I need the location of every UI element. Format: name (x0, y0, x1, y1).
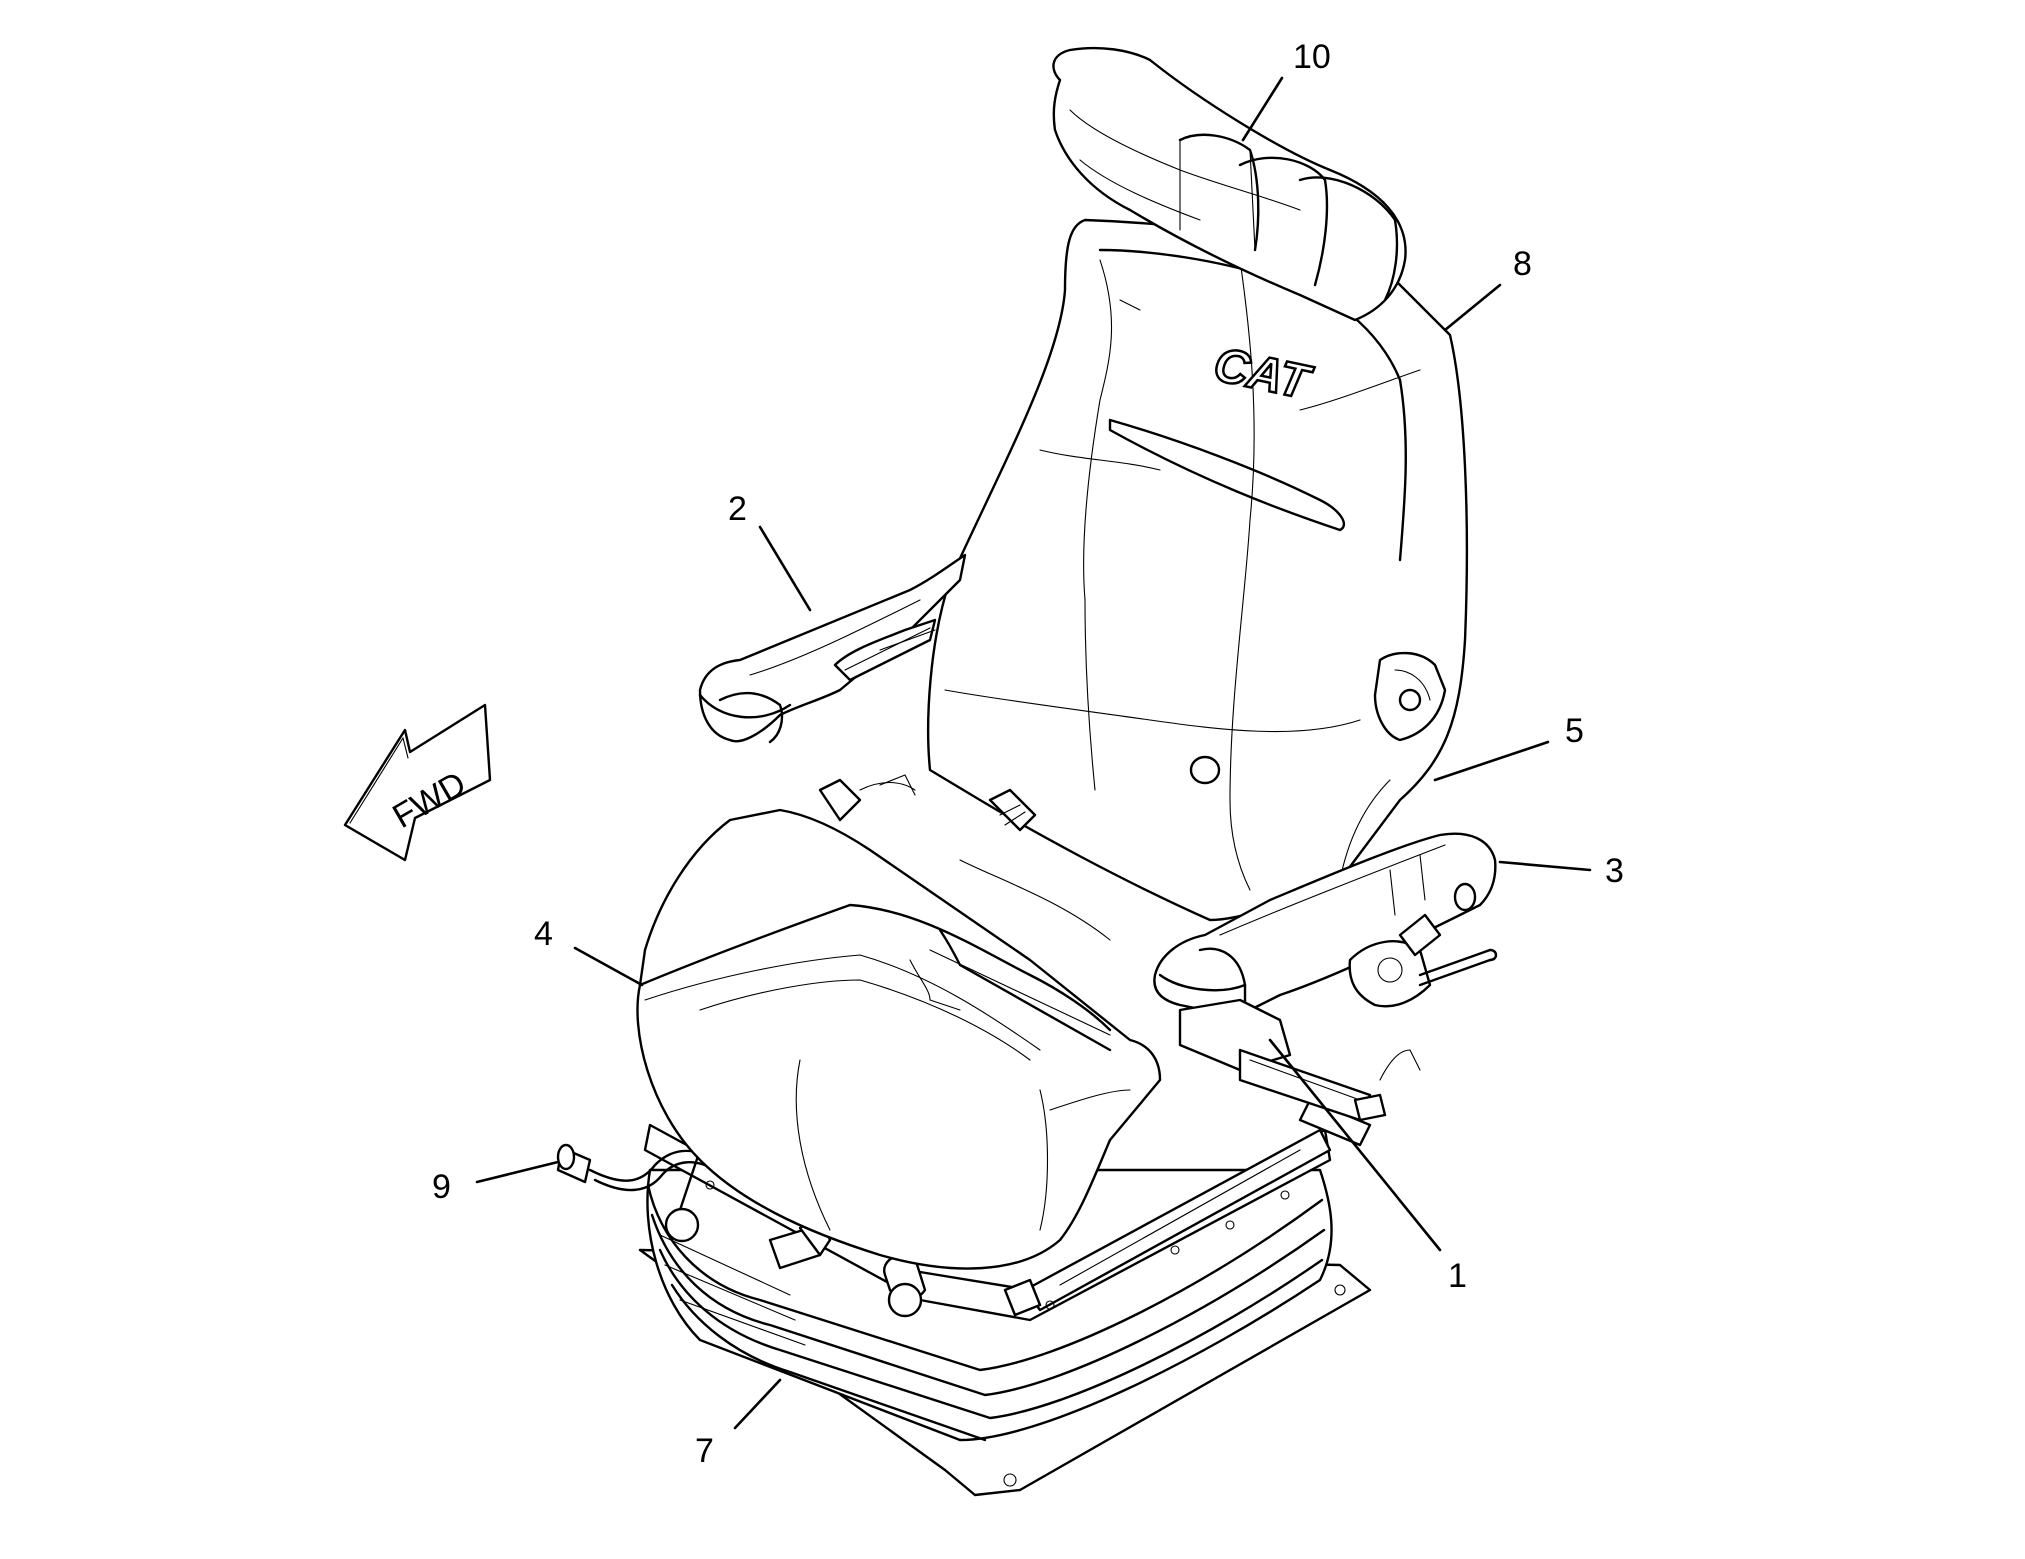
callout-3: 3 (1605, 852, 1624, 890)
callout-7-leader (733, 1378, 782, 1430)
callout-5: 5 (1565, 712, 1584, 750)
callout-8-leader (1443, 283, 1502, 332)
callout-7: 7 (695, 1432, 714, 1470)
left-armrest (698, 553, 967, 744)
callout-2-leader (758, 525, 812, 612)
callout-2: 2 (728, 490, 747, 528)
callout-1-leader (1268, 1038, 1442, 1252)
seat-belt-hardware (818, 774, 1037, 832)
callout-1: 1 (1448, 1257, 1467, 1295)
seat-cushion (636, 808, 1162, 1270)
callout-4: 4 (534, 915, 553, 953)
callout-4-leader (573, 946, 644, 987)
callout-10-leader (1241, 76, 1284, 142)
forward-direction-arrow: FWD (343, 703, 492, 862)
callout-8: 8 (1513, 245, 1532, 283)
callout-3-leader (1498, 860, 1592, 872)
callout-9: 9 (432, 1168, 451, 1206)
headrest (1052, 46, 1407, 322)
backrest (927, 218, 1469, 922)
callout-10: 10 (1293, 38, 1331, 76)
callout-9-leader (475, 1160, 560, 1184)
callout-5-leader (1433, 740, 1550, 782)
callouts: 1 2 3 4 5 7 8 9 10 (432, 38, 1624, 1470)
